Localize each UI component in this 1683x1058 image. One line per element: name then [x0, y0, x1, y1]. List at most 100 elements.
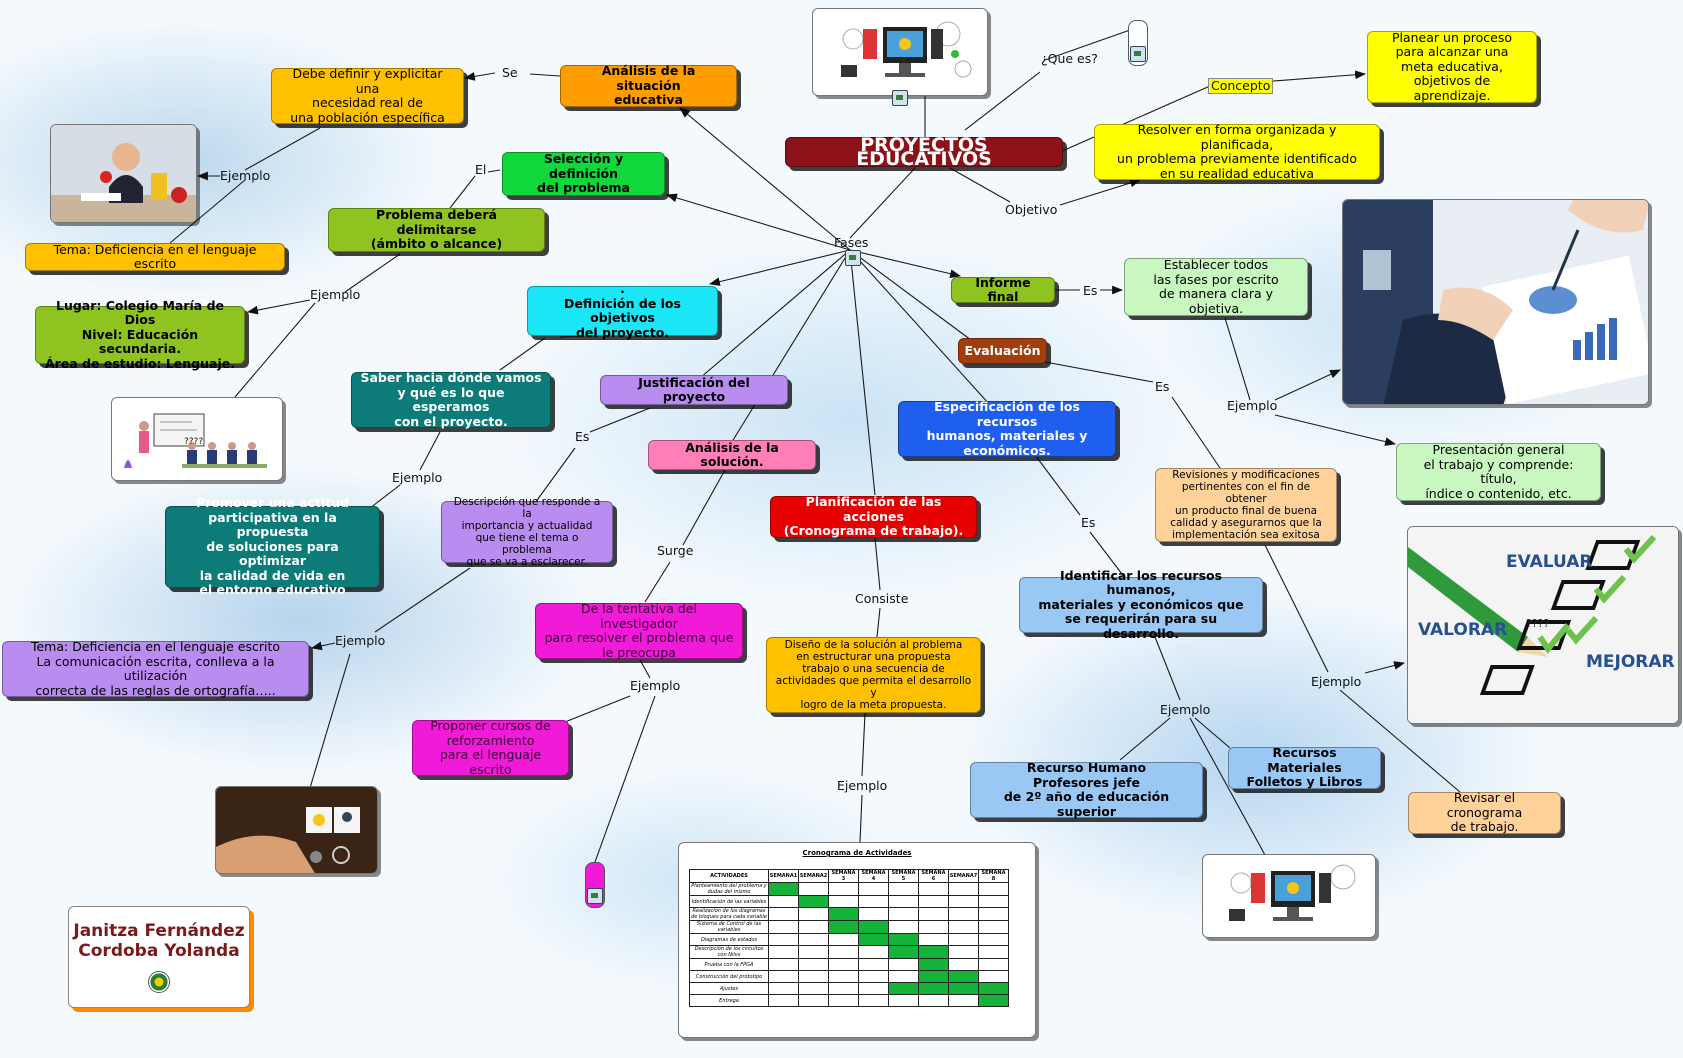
image-icon[interactable]: [845, 250, 861, 266]
planificacion-node[interactable]: Planificación de las acciones (Cronogram…: [770, 495, 977, 538]
objetivo-definition[interactable]: Resolver en forma organizada y planifica…: [1094, 122, 1380, 180]
gantt-cell: [798, 945, 829, 959]
image-icon[interactable]: [892, 90, 908, 106]
revisar-node[interactable]: Revisar el cronograma de trabajo.: [1408, 791, 1561, 834]
informe-final-node[interactable]: Informe final: [951, 275, 1055, 304]
label-ejemplo: Ejemplo: [837, 778, 888, 793]
revisiones-node[interactable]: Revisiones y modificaciones pertinentes …: [1155, 468, 1337, 542]
gantt-header-cell: SEMANA1: [768, 869, 799, 883]
concepto-definition[interactable]: Planear un proceso para alcanzar una met…: [1367, 30, 1537, 103]
gantt-cell: [888, 982, 919, 995]
problema-delimitar-node[interactable]: Problema deberá delimitarse (ámbito o al…: [328, 208, 545, 252]
diseno-node[interactable]: Diseño de la solución al problema en est…: [766, 637, 981, 713]
video-icon[interactable]: [1130, 46, 1146, 62]
gantt-activity: Ajustes: [689, 982, 769, 995]
gantt-cell: [768, 982, 799, 995]
gantt-cell: [768, 970, 799, 983]
label-se: Se: [502, 65, 518, 80]
establecer-node[interactable]: Establecer todos las fases por escrito d…: [1124, 257, 1308, 316]
recurso-humano-node[interactable]: Recurso Humano Profesores jefe de 2º año…: [970, 760, 1203, 818]
especificacion-node[interactable]: Especificación de los recursos humanos, …: [898, 399, 1116, 457]
student-photo: [50, 124, 197, 223]
seleccion-node[interactable]: Selección y definición del problema: [502, 152, 665, 196]
gantt-cell: [768, 933, 799, 946]
gantt-header-cell: SEMANA 8: [978, 869, 1009, 883]
necesidad-node[interactable]: Debe definir y explicitar una necesidad …: [271, 66, 464, 124]
image-icon[interactable]: [587, 888, 603, 904]
lugar-node[interactable]: Lugar: Colegio María de Dios Nivel: Educ…: [35, 298, 245, 371]
label-ejemplo: Ejemplo: [1311, 674, 1362, 689]
gantt-cell: [858, 970, 889, 983]
gantt-cell: [948, 970, 979, 983]
author-card: Janitza Fernández Cordoba Yolanda: [68, 906, 250, 1008]
gantt-cell: [948, 958, 979, 971]
gantt-cell: [918, 945, 949, 959]
gantt-cell: [888, 920, 919, 934]
gantt-cell: [918, 933, 949, 946]
cursos-node[interactable]: Proponer cursos de reforzamiento para el…: [412, 718, 569, 776]
evaluation-checklist-image: EVALUAR VALORAR MEJORAR ????: [1407, 526, 1679, 724]
gantt-cell: [978, 933, 1009, 946]
gantt-cell: [828, 907, 859, 921]
gantt-cell: [978, 895, 1009, 908]
promover-node[interactable]: Promover una actitud participativa en la…: [165, 496, 380, 597]
gantt-cell: [798, 994, 829, 1007]
gantt-activity: Descripción de los circuitos con Nilvs: [689, 945, 769, 959]
label-es: Es: [1081, 515, 1096, 530]
gantt-activity: Entrega: [689, 994, 769, 1007]
gantt-cell: [828, 933, 859, 946]
gantt-activity: Realización de los diagramas de bloques …: [689, 907, 769, 921]
gantt-cell: [858, 982, 889, 995]
gantt-cell: [918, 970, 949, 983]
tema2-node[interactable]: Tema: Deficiencia en el lenguaje escrito…: [2, 639, 309, 697]
recursos-materiales-node[interactable]: Recursos Materiales Folletos y Libros: [1228, 746, 1381, 789]
gantt-cell: [798, 958, 829, 971]
gantt-cell: [918, 895, 949, 908]
identificar-node[interactable]: Identificar los recursos humanos, materi…: [1019, 568, 1263, 641]
gantt-cell: [978, 945, 1009, 959]
tema1-node[interactable]: Tema: Deficiencia en el lenguaje escrito: [25, 242, 285, 271]
gantt-header-cell: ACTIVIDADES: [689, 869, 769, 883]
gantt-cell: [858, 895, 889, 908]
descripcion-node[interactable]: Descripción que responde a la importanci…: [441, 496, 613, 568]
analisis-situacion-node[interactable]: Análisis de la situación educativa: [560, 64, 737, 107]
label-ejemplo: Ejemplo: [1227, 398, 1278, 413]
label-ejemplo: Ejemplo: [335, 633, 386, 648]
gantt-row: Ajustes: [689, 982, 1009, 995]
gantt-cell: [828, 882, 859, 896]
svg-text:EVALUAR: EVALUAR: [1506, 552, 1593, 572]
gantt-cell: [828, 945, 859, 959]
gantt-activity: Sistema de Control de las variables: [689, 920, 769, 934]
evaluacion-node[interactable]: Evaluación: [958, 338, 1047, 364]
tentativa-node[interactable]: De la tentativa del investigador para re…: [535, 601, 743, 659]
presentacion-node[interactable]: Presentación general el trabajo y compre…: [1396, 442, 1601, 501]
saber-hacia-node[interactable]: Saber hacia dónde vamos y qué es lo que …: [351, 370, 551, 428]
gantt-cell: [888, 933, 919, 946]
definicion-objetivos-node[interactable]: . Definición de los objetivos del proyec…: [527, 281, 718, 339]
gantt-cell: [888, 907, 919, 921]
gantt-header-cell: SEMANA 3: [828, 869, 859, 883]
justificacion-node[interactable]: Justificación del proyecto: [600, 375, 788, 405]
gantt-cell: [888, 882, 919, 896]
gantt-cell: [918, 994, 949, 1007]
gantt-cell: [858, 945, 889, 959]
gantt-cell: [768, 920, 799, 934]
gantt-row: Construcción del prototipo: [689, 970, 1009, 983]
analisis-solucion-node[interactable]: Análisis de la solución.: [648, 440, 816, 470]
gantt-cell: [978, 994, 1009, 1007]
gantt-cell: [948, 994, 979, 1007]
label-fases: Fases: [834, 235, 869, 250]
gantt-cell: [978, 970, 1009, 983]
question-marks: ????: [184, 437, 203, 447]
label-consiste: Consiste: [855, 591, 909, 606]
gantt-cell: [768, 958, 799, 971]
label-ejemplo: Ejemplo: [630, 678, 681, 693]
gantt-cell: [948, 933, 979, 946]
page-title: PROYECTOS EDUCATIVOS: [785, 135, 1063, 169]
gantt-cell: [798, 933, 829, 946]
label-el: El: [475, 162, 487, 177]
svg-text:VALORAR: VALORAR: [1418, 620, 1507, 640]
author-name: Janitza Fernández Cordoba Yolanda: [73, 921, 245, 961]
gantt-cell: [858, 994, 889, 1007]
